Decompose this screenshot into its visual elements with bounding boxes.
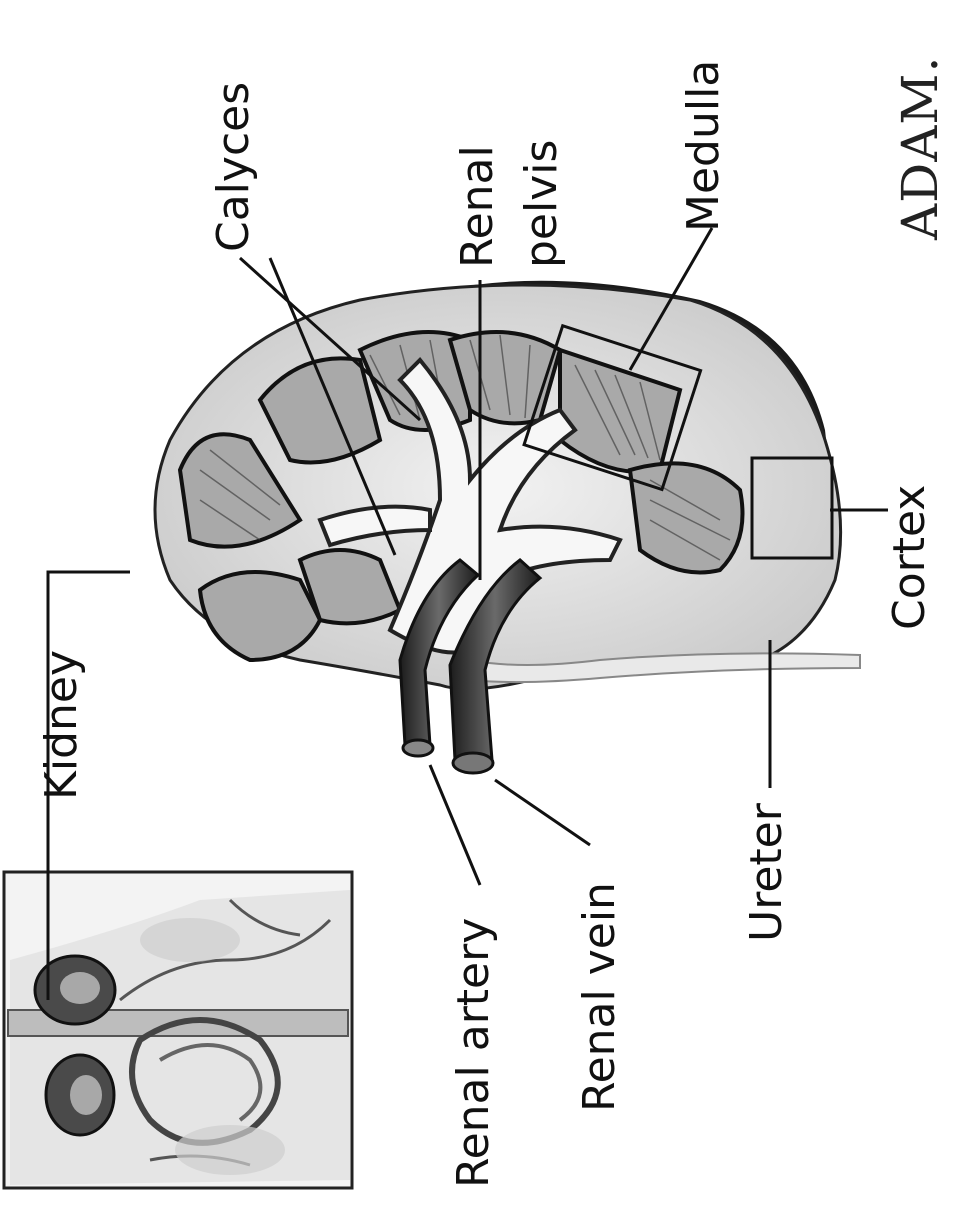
label-renal-pelvis-line1: Renal (456, 145, 500, 268)
label-medulla: Medulla (682, 60, 726, 232)
inset-body-illustration (4, 872, 352, 1188)
label-renal-artery: Renal artery (452, 918, 496, 1188)
label-renal-pelvis-line2: pelvis (520, 140, 564, 268)
label-cortex: Cortex (888, 485, 932, 630)
adam-logo: ADAM. (895, 56, 945, 240)
label-renal-vein: Renal vein (578, 882, 622, 1112)
kidney-cross-section (155, 281, 860, 773)
label-ureter: Ureter (745, 803, 789, 942)
label-calyces: Calyces (212, 82, 256, 252)
label-kidney: Kidney (40, 650, 84, 800)
